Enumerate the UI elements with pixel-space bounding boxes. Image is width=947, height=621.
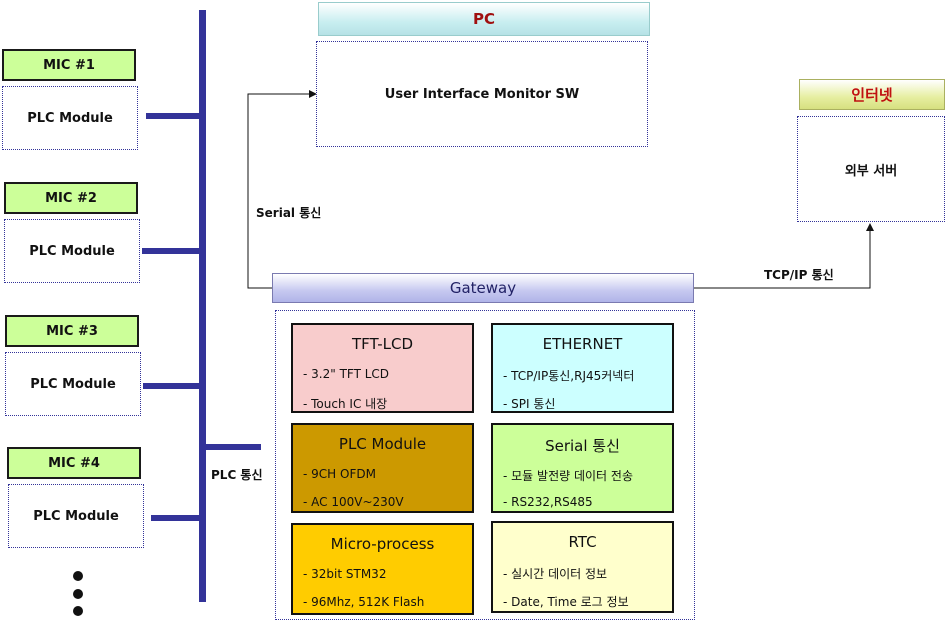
module-ethernet-title: ETHERNET bbox=[542, 335, 623, 353]
module-ethernet-line1: - TCP/IP통신,RJ45커넥터 bbox=[503, 369, 635, 383]
module-serial-line2: - RS232,RS485 bbox=[503, 495, 593, 509]
mic-module-3: PLC Module bbox=[5, 352, 141, 416]
mic-bus-link-1 bbox=[146, 113, 199, 119]
mic-module-4: PLC Module bbox=[8, 484, 144, 548]
pc-title: PC bbox=[318, 2, 650, 36]
module-serial-line1: - 모듈 발전량 데이터 전송 bbox=[503, 469, 633, 483]
mic-bus-link-4 bbox=[151, 515, 199, 521]
plc-bus-gateway-link bbox=[206, 444, 261, 450]
gateway-container bbox=[275, 310, 695, 620]
plc-bus-line bbox=[199, 10, 206, 602]
plc-link-label: PLC 통신 bbox=[211, 468, 263, 482]
mic-bus-link-2 bbox=[142, 248, 199, 254]
serial-link-label: Serial 통신 bbox=[256, 206, 322, 220]
mic-label-3: MIC #3 bbox=[5, 315, 139, 347]
serial-link-line bbox=[247, 90, 317, 289]
more-dot-2 bbox=[73, 589, 83, 599]
module-rtc: RTC - 실시간 데이터 정보 - Date, Time 로그 정보 bbox=[491, 521, 674, 613]
module-plc-line2: - AC 100V~230V bbox=[303, 495, 404, 509]
more-dot-3 bbox=[73, 606, 83, 616]
module-tft-lcd-title: TFT-LCD bbox=[351, 335, 414, 353]
pc-content: User Interface Monitor SW bbox=[316, 41, 648, 147]
mic-label-2: MIC #2 bbox=[4, 182, 138, 214]
module-plc-line1: - 9CH OFDM bbox=[303, 467, 376, 481]
module-serial: Serial 통신 - 모듈 발전량 데이터 전송 - RS232,RS485 bbox=[491, 423, 674, 513]
module-micro-process-line1: - 32bit STM32 bbox=[303, 567, 387, 581]
module-rtc-line2: - Date, Time 로그 정보 bbox=[503, 595, 629, 609]
module-serial-title: Serial 통신 bbox=[545, 437, 620, 455]
module-micro-process-line2: - 96Mhz, 512K Flash bbox=[303, 595, 425, 609]
module-rtc-line1: - 실시간 데이터 정보 bbox=[503, 567, 608, 581]
module-micro-process-title: Micro-process bbox=[330, 535, 435, 553]
module-micro-process: Micro-process - 32bit STM32 - 96Mhz, 512… bbox=[291, 523, 474, 615]
module-tft-lcd-line2: - Touch IC 내장 bbox=[303, 397, 388, 411]
module-plc: PLC Module - 9CH OFDM - AC 100V~230V bbox=[291, 423, 474, 513]
internet-title: 인터넷 bbox=[799, 79, 945, 110]
module-rtc-title: RTC bbox=[568, 533, 597, 551]
module-ethernet: ETHERNET - TCP/IP통신,RJ45커넥터 - SPI 통신 bbox=[491, 323, 674, 413]
tcpip-link-label: TCP/IP 통신 bbox=[764, 268, 834, 282]
tcpip-link-line bbox=[694, 223, 874, 289]
internet-content: 외부 서버 bbox=[797, 116, 945, 222]
mic-module-2: PLC Module bbox=[4, 219, 140, 283]
mic-label-1: MIC #1 bbox=[2, 49, 136, 81]
mic-module-1: PLC Module bbox=[2, 86, 138, 150]
module-plc-title: PLC Module bbox=[338, 435, 427, 453]
more-dot-1 bbox=[73, 571, 83, 581]
module-tft-lcd: TFT-LCD - 3.2" TFT LCD - Touch IC 내장 bbox=[291, 323, 474, 413]
module-tft-lcd-line1: - 3.2" TFT LCD bbox=[303, 367, 390, 381]
mic-label-4: MIC #4 bbox=[7, 447, 141, 479]
mic-bus-link-3 bbox=[143, 383, 199, 389]
module-ethernet-line2: - SPI 통신 bbox=[503, 397, 556, 411]
gateway-title: Gateway bbox=[272, 273, 694, 303]
